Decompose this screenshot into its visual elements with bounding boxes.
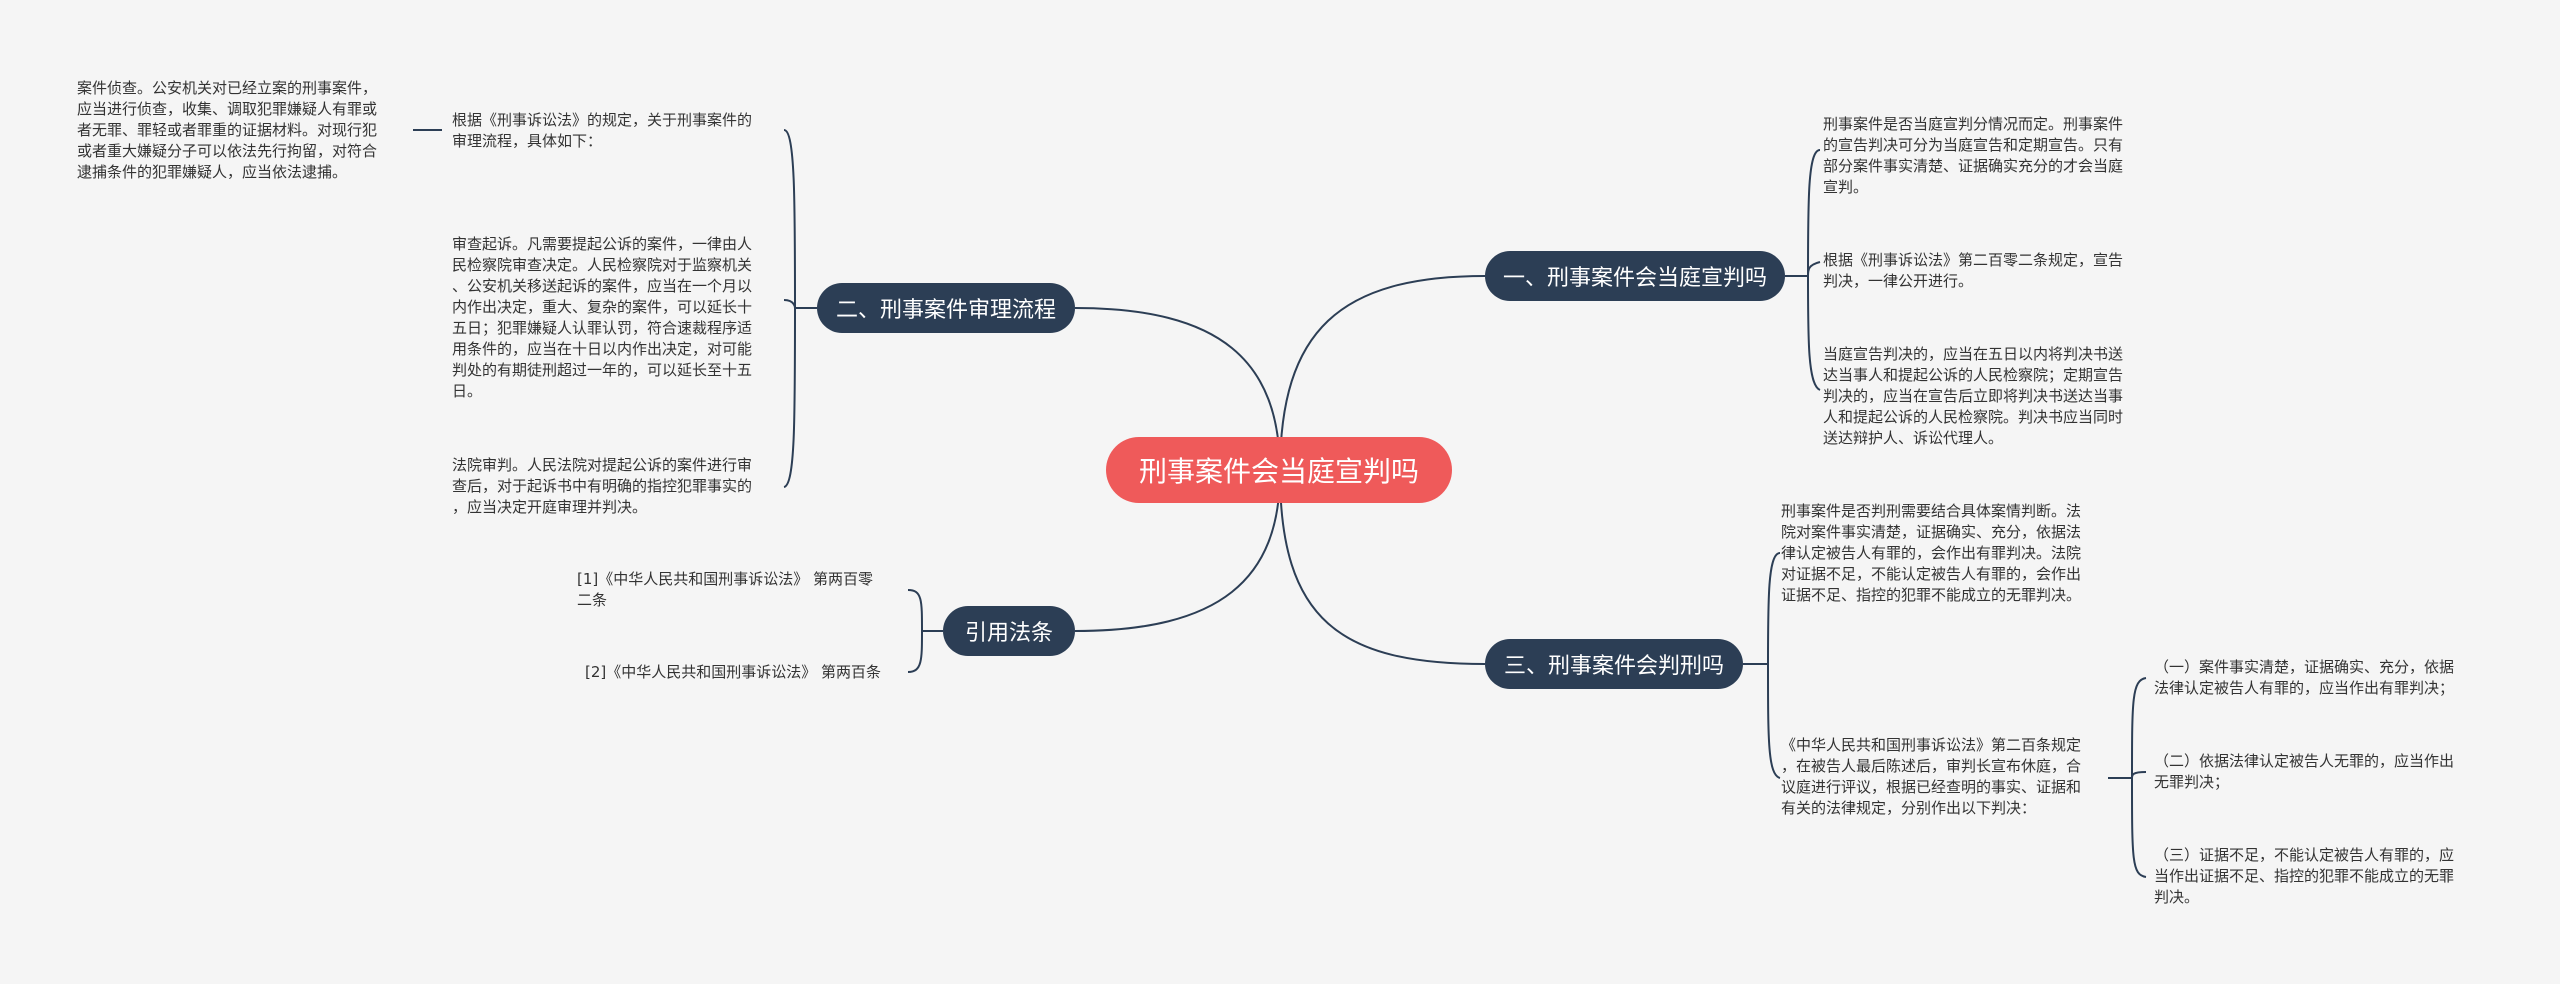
b1-leaf-3[interactable]: 当庭宣告判决的，应当在五日以内将判决书送 达当事人和提起公诉的人民检察院；定期宣… <box>1823 345 2124 447</box>
branch-1[interactable]: 一、刑事案件会当庭宣判吗 <box>1485 251 1785 301</box>
b3-leaf-2[interactable]: 《中华人民共和国刑事诉讼法》第二百条规定 ，在被告人最后陈述后，审判长宣布休庭，… <box>1781 736 2082 817</box>
root-topic[interactable]: 刑事案件会当庭宣判吗 <box>1106 437 1452 503</box>
b2-leaf-3[interactable]: 法院审判。人民法院对提起公诉的案件进行审 查后，对于起诉书中有明确的指控犯罪事实… <box>452 456 753 516</box>
b2-leaf-1[interactable]: 根据《刑事诉讼法》的规定，关于刑事案件的 审理流程，具体如下： <box>452 111 753 150</box>
b3-leaf-1[interactable]: 刑事案件是否判刑需要结合具体案情判断。法 院对案件事实清楚，证据确实、充分，依据… <box>1781 502 2082 604</box>
b3-leaf-2a[interactable]: （一）案件事实清楚，证据确实、充分，依据 法律认定被告人有罪的，应当作出有罪判决… <box>2154 658 2455 697</box>
b1-leaf-2[interactable]: 根据《刑事诉讼法》第二百零二条规定，宣告 判决，一律公开进行。 <box>1823 251 2124 290</box>
b1-leaf-1[interactable]: 刑事案件是否当庭宣判分情况而定。刑事案件 的宣告判决可分为当庭宣告和定期宣告。只… <box>1823 115 2124 196</box>
branch-4[interactable]: 引用法条 <box>943 606 1075 656</box>
b2-leaf-1a[interactable]: 案件侦查。公安机关对已经立案的刑事案件， 应当进行侦查，收集、调取犯罪嫌疑人有罪… <box>77 79 378 181</box>
b4-leaf-2[interactable]: [2]《中华人民共和国刑事诉讼法》 第两百条 <box>585 663 882 681</box>
b2-leaf-2[interactable]: 审查起诉。凡需要提起公诉的案件，一律由人 民检察院审查决定。人民检察院对于监察机… <box>452 235 753 400</box>
b3-leaf-2c[interactable]: （三）证据不足，不能认定被告人有罪的，应 当作出证据不足、指控的犯罪不能成立的无… <box>2154 846 2455 906</box>
b3-leaf-2b[interactable]: （二）依据法律认定被告人无罪的，应当作出 无罪判决； <box>2154 752 2455 791</box>
branch-3[interactable]: 三、刑事案件会判刑吗 <box>1485 639 1743 689</box>
b4-leaf-1[interactable]: [1]《中华人民共和国刑事诉讼法》 第两百零 二条 <box>577 570 874 609</box>
branch-2[interactable]: 二、刑事案件审理流程 <box>817 283 1075 333</box>
